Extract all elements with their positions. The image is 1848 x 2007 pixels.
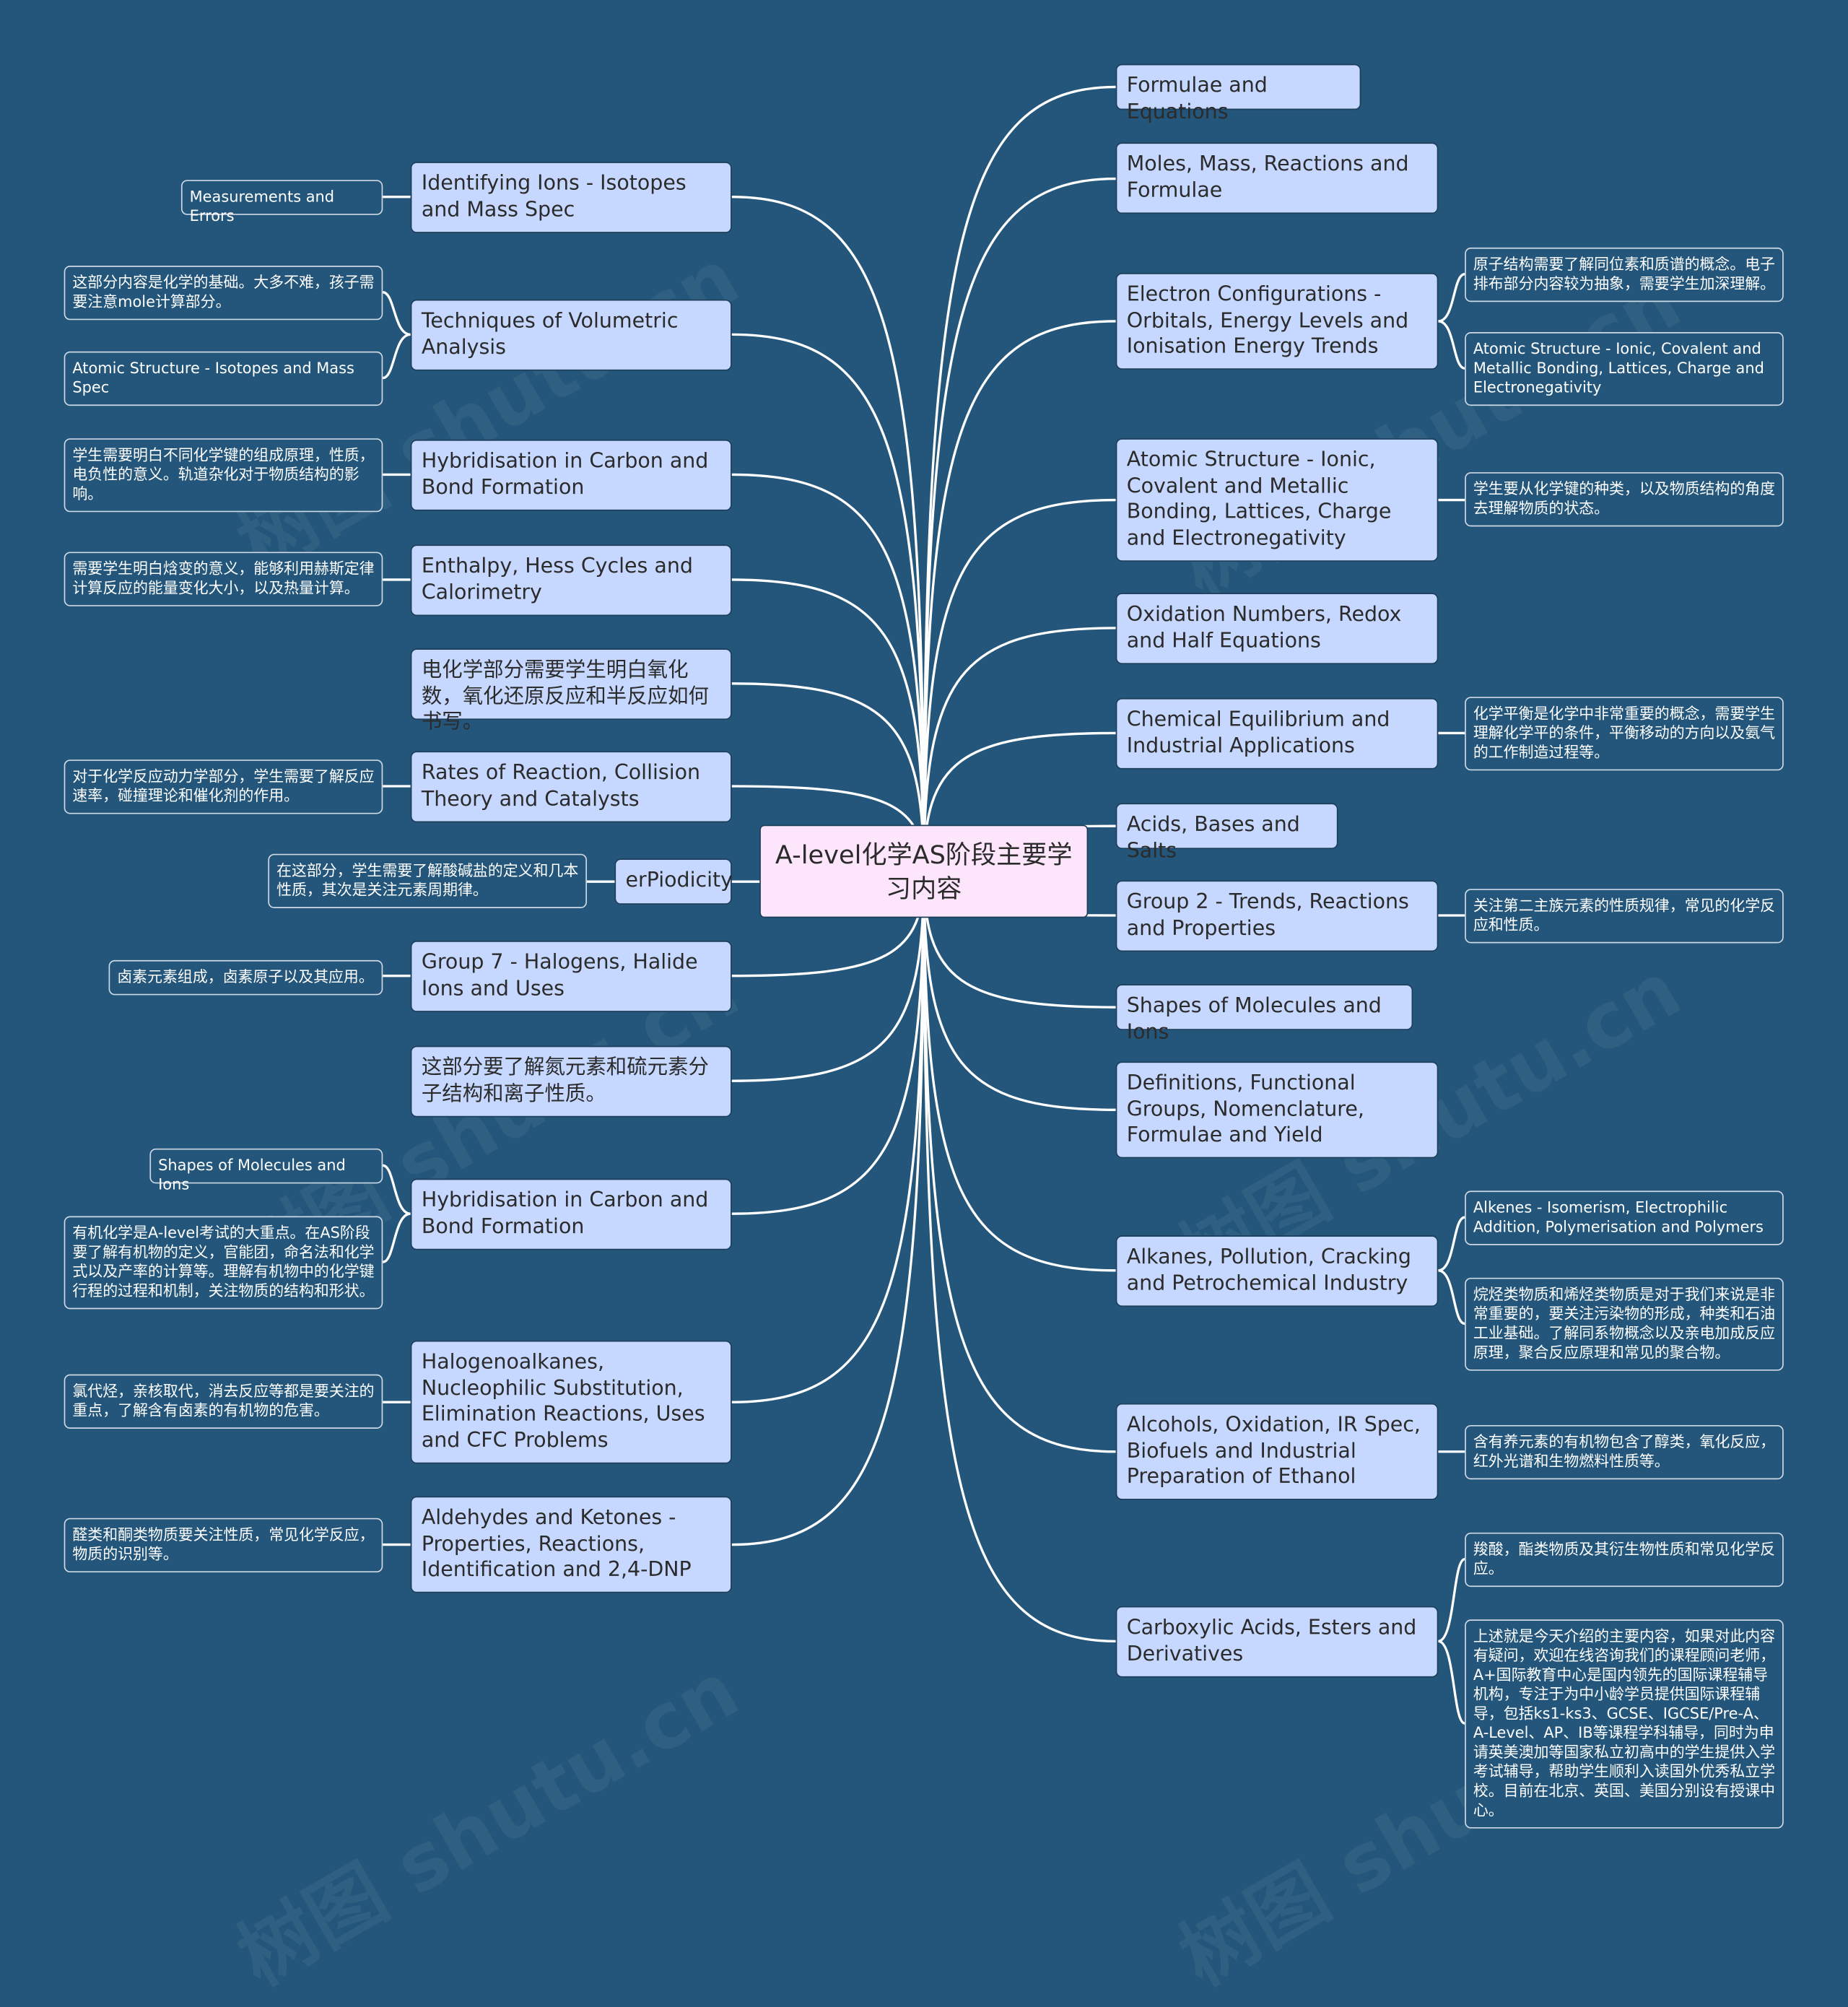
note-node[interactable]: 上述就是今天介绍的主要内容，如果对此内容有疑问，欢迎在线咨询我们的课程顾问老师，…	[1465, 1619, 1784, 1829]
note-node[interactable]: 对于化学反应动力学部分，学生需要了解反应速率，碰撞理论和催化剂的作用。	[64, 759, 383, 814]
note-node[interactable]: 羧酸，酯类物质及其衍生物性质和常见化学反应。	[1465, 1532, 1784, 1588]
connector-line	[731, 578, 925, 872]
connector-line	[923, 871, 1116, 1112]
note-node[interactable]: 在这部分，学生需要了解酸碱盐的定义和几本性质，其次是关注元素周期律。	[268, 853, 587, 908]
topic-node[interactable]: Shapes of Molecules and Ions	[1115, 984, 1413, 1044]
connector-line	[923, 627, 1116, 872]
connector-line	[923, 498, 1116, 872]
connector-line	[731, 871, 925, 1546]
topic-node[interactable]: Techniques of Volumetric Analysis	[410, 299, 732, 371]
connector-line	[923, 871, 1116, 1643]
connector-line	[382, 291, 411, 336]
connector-line	[1437, 1557, 1465, 1643]
topic-node[interactable]: Atomic Structure - Ionic, Covalent and M…	[1115, 438, 1439, 562]
note-node[interactable]: 需要学生明白焓变的意义，能够利用赫斯定律计算反应的能量变化大小，以及热量计算。	[64, 552, 383, 606]
note-node[interactable]: 关注第二主族元素的性质规律，常见的化学反应和性质。	[1465, 889, 1784, 944]
topic-node[interactable]: Enthalpy, Hess Cycles and Calorimetry	[410, 544, 732, 617]
note-node[interactable]: Shapes of Molecules and Ions	[149, 1148, 383, 1193]
connector-line	[382, 1164, 411, 1215]
topic-node[interactable]: Chemical Equilibrium and Industrial Appl…	[1115, 697, 1439, 770]
topic-node[interactable]: Hybridisation in Carbon and Bond Formati…	[410, 1178, 732, 1250]
topic-node[interactable]: Carboxylic Acids, Esters and Derivatives	[1115, 1606, 1439, 1678]
connector-line	[731, 871, 925, 1215]
connector-line	[923, 871, 1116, 1272]
topic-node[interactable]: Alkanes, Pollution, Cracking and Petroch…	[1115, 1235, 1439, 1307]
connector-line	[923, 177, 1116, 872]
topic-node[interactable]: 电化学部分需要学生明白氧化数，氧化还原反应和半反应如何书写。	[410, 648, 732, 734]
note-node[interactable]: Measurements and Errors	[180, 180, 383, 225]
connector-line	[923, 320, 1116, 872]
connector-line	[731, 871, 925, 1403]
topic-node[interactable]: Moles, Mass, Reactions and Formulae	[1115, 142, 1439, 214]
connector-line	[1437, 320, 1465, 370]
note-node[interactable]: Alkenes - Isomerism, Electrophilic Addit…	[1465, 1190, 1784, 1245]
topic-node[interactable]: Electron Configurations - Orbitals, Ener…	[1115, 273, 1439, 370]
topic-node[interactable]: Hybridisation in Carbon and Bond Formati…	[410, 439, 732, 511]
note-node[interactable]: 这部分内容是化学的基础。大多不难，孩子需要注意mole计算部分。	[64, 266, 383, 321]
connector-line	[923, 85, 1116, 872]
note-node[interactable]: 学生要从化学键的种类，以及物质结构的角度去理解物质的状态。	[1465, 472, 1784, 527]
note-node[interactable]: 卤素元素组成，卤素原子以及其应用。	[108, 959, 383, 996]
topic-node[interactable]: Halogenoalkanes, Nucleophilic Substituti…	[410, 1340, 732, 1464]
note-node[interactable]: 烷烃类物质和烯烃类物质是对于我们来说是非常重要的，要关注污染物的形成，种类和石油…	[1465, 1277, 1784, 1371]
topic-node[interactable]: 这部分要了解氮元素和硫元素分子结构和离子性质。	[410, 1045, 732, 1118]
topic-node[interactable]: Definitions, Functional Groups, Nomencla…	[1115, 1061, 1439, 1159]
connector-line	[1437, 273, 1465, 323]
topic-node[interactable]: erPiodicity	[614, 858, 733, 905]
topic-node[interactable]: Group 7 - Halogens, Halide Ions and Uses	[410, 941, 732, 1012]
topic-node[interactable]: Formulae and Equations	[1115, 64, 1361, 123]
note-node[interactable]: 原子结构需要了解同位素和质谱的概念。电子排布部分内容较为抽象，需要学生加深理解。	[1465, 247, 1784, 302]
topic-node[interactable]: Acids, Bases and Salts	[1115, 803, 1338, 863]
connector-line	[382, 333, 411, 380]
connector-line	[923, 871, 1116, 1453]
topic-node[interactable]: Group 2 - Trends, Reactions and Properti…	[1115, 880, 1439, 952]
topic-node[interactable]: Identifying Ions - Isotopes and Mass Spe…	[410, 162, 732, 233]
topic-node[interactable]: Aldehydes and Ketones - Properties, Reac…	[410, 1496, 732, 1593]
connector-line	[731, 195, 925, 872]
connector-line	[382, 1212, 411, 1263]
mind-map: 树图 shutu.cn 树图 shutu.cn 树图 shutu.cn 树图 s…	[64, 64, 1784, 2003]
topic-node[interactable]: Rates of Reaction, Collision Theory and …	[410, 751, 732, 823]
note-node[interactable]: Atomic Structure - Ionic, Covalent and M…	[1465, 332, 1784, 406]
note-node[interactable]: 学生需要明白不同化学键的组成原理，性质，电负性的意义。轨道杂化对于物质结构的影响…	[64, 438, 383, 513]
note-node[interactable]: 氯代烃，亲核取代，消去反应等都是要关注的重点，了解含有卤素的有机物的危害。	[64, 1374, 383, 1429]
connector-line	[731, 682, 925, 872]
note-node[interactable]: 醛类和酮类物质要关注性质，常见化学反应，物质的识别等。	[64, 1518, 383, 1573]
connector-line	[1437, 1216, 1465, 1272]
connector-line	[731, 333, 925, 872]
note-node[interactable]: Atomic Structure - Isotopes and Mass Spe…	[64, 351, 383, 406]
topic-node[interactable]: Alcohols, Oxidation, IR Spec, Biofuels a…	[1115, 1403, 1439, 1500]
note-node[interactable]: 含有养元素的有机物包含了醇类，氧化反应，红外光谱和生物燃料性质等。	[1465, 1424, 1784, 1480]
connector-line	[1437, 1269, 1465, 1325]
note-node[interactable]: 有机化学是A-level考试的大重点。在AS阶段要了解有机物的定义，官能团，命名…	[64, 1216, 383, 1310]
connector-line	[731, 871, 925, 1082]
topic-node[interactable]: Oxidation Numbers, Redox and Half Equati…	[1115, 593, 1439, 665]
connector-line	[731, 473, 925, 872]
note-node[interactable]: 化学平衡是化学中非常重要的概念，需要学生理解化学平的条件，平衡移动的方向以及氨气…	[1465, 697, 1784, 771]
root-topic[interactable]: A-level化学AS阶段主要学习内容	[759, 824, 1089, 918]
connector-line	[1437, 1640, 1465, 1725]
